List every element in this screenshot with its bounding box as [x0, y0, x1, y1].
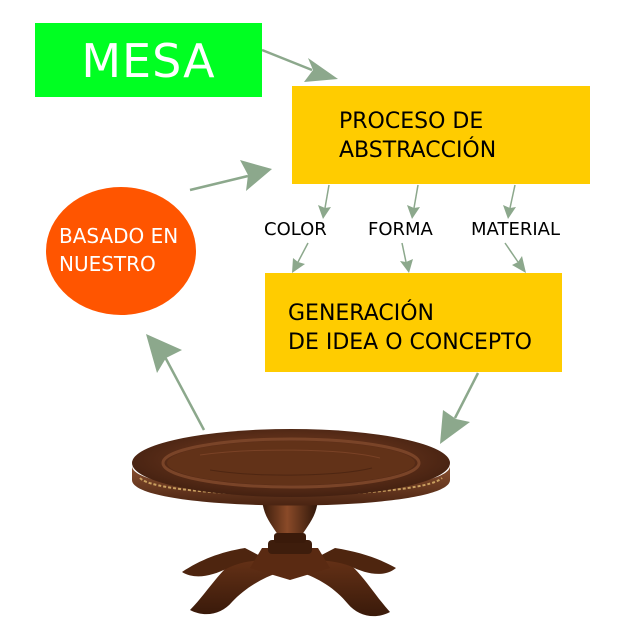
generacion-idea-box: GENERACIÓN DE IDEA O CONCEPTO [265, 273, 562, 372]
arrow-basado-to-proceso [189, 160, 272, 192]
arrow-proceso-to-forma [407, 184, 420, 219]
arrow-mesa-to-proceso [261, 48, 338, 82]
generacion-line-2: DE IDEA O CONCEPTO [288, 330, 532, 355]
table-base [182, 540, 396, 617]
basado-en-nuestro-ellipse: BASADO EN NUESTRO [46, 187, 196, 315]
arrow-material-to-generacion [504, 242, 526, 273]
generacion-line-1: GENERACIÓN [288, 301, 434, 326]
proceso-line-2: ABSTRACCIÓN [339, 138, 497, 163]
proceso-abstraccion-box: PROCESO DE ABSTRACCIÓN [292, 86, 590, 184]
table-top [132, 429, 450, 497]
proceso-line-1: PROCESO DE [339, 109, 484, 134]
arrow-proceso-to-color [318, 184, 331, 219]
mesa-label: MESA [81, 34, 216, 88]
arrow-table-to-basado [146, 334, 206, 431]
attribute-forma-label: FORMA [368, 219, 433, 240]
attribute-material-label: MATERIAL [471, 219, 560, 240]
mesa-box: MESA [35, 23, 262, 97]
arrow-forma-to-generacion [400, 242, 413, 273]
arrow-proceso-to-material [503, 184, 516, 219]
arrow-color-to-generacion [292, 242, 309, 273]
arrow-generacion-to-table [440, 372, 480, 444]
attribute-color-label: COLOR [264, 219, 327, 240]
basado-line-2: NUESTRO [59, 252, 156, 276]
basado-line-1: BASADO EN [59, 224, 179, 248]
